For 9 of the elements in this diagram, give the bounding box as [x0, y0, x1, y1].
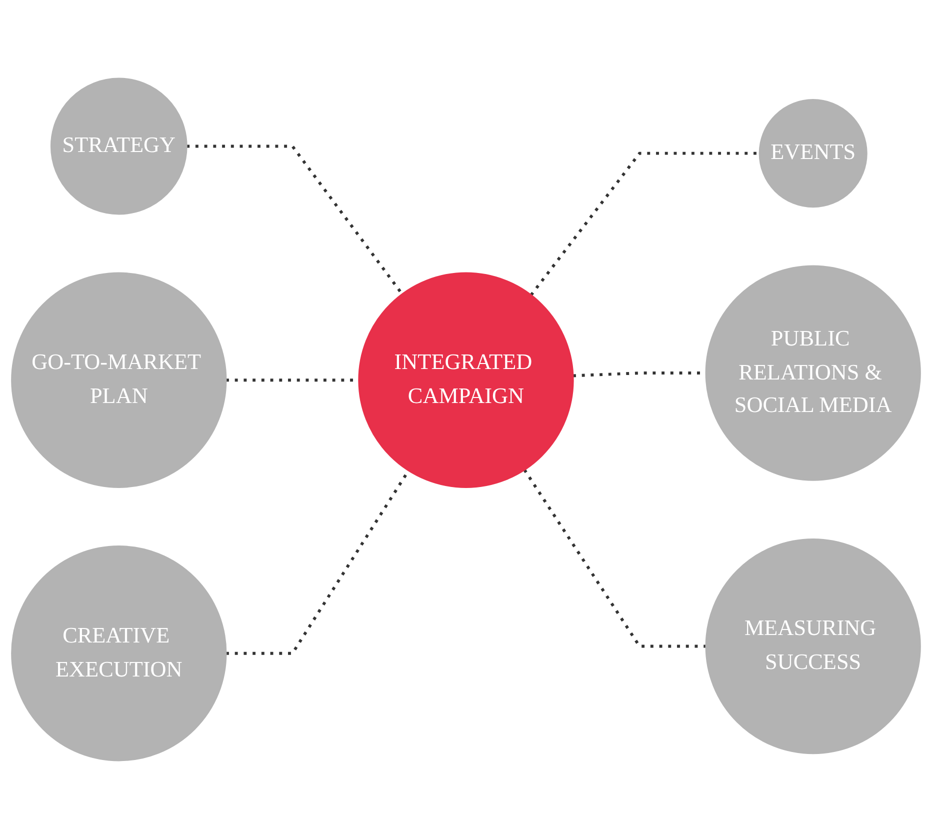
node-circle: STRATEGY	[50, 78, 188, 215]
node-circle: EVENTS	[758, 99, 868, 208]
node-circle: INTEGRATED CAMPAIGN	[358, 272, 574, 488]
node-circle: MEASURING SUCCESS	[705, 538, 921, 754]
node-circle: PUBLIC RELATIONS & SOCIAL MEDIA	[705, 265, 921, 481]
connector	[186, 144, 404, 295]
node-circle: GO-TO-MARKET PLAN	[11, 272, 227, 488]
node-circle: CREATIVE EXECUTION	[11, 546, 227, 762]
connector	[523, 469, 706, 648]
